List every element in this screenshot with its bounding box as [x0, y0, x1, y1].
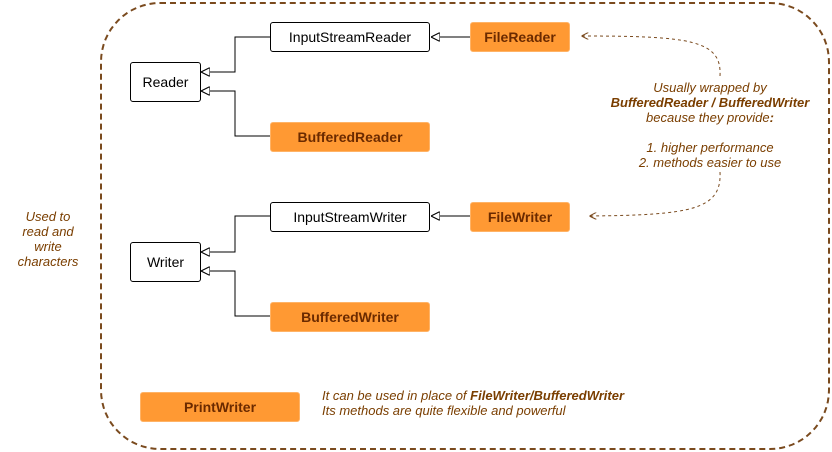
- side-note-line: read and write: [22, 224, 74, 254]
- printwriter-node: PrintWriter: [140, 392, 300, 422]
- wrapped-note-line2: BufferedReader / BufferedWriter: [610, 95, 810, 110]
- side-note: Used to read and write characters: [8, 209, 88, 269]
- bufferedreader-node: BufferedReader: [270, 122, 430, 152]
- wrapped-note: Usually wrapped by BufferedReader / Buff…: [600, 80, 820, 170]
- edge-bufferedreader-reader: [201, 91, 270, 137]
- filewriter-node: FileWriter: [470, 202, 570, 232]
- edge-inputstreamreader-reader: [201, 36, 270, 72]
- printwriter-note-emphasis: FileWriter/BufferedWriter: [470, 388, 625, 403]
- filereader-node: FileReader: [470, 22, 570, 52]
- wrapped-note-line4: 1. higher performance: [646, 140, 774, 155]
- printwriter-note: It can be used in place of FileWriter/Bu…: [322, 388, 742, 418]
- inputstreamreader-node: InputStreamReader: [270, 22, 430, 52]
- edge-inputstreamwriter-writer: [201, 215, 270, 252]
- printwriter-note-line1: It can be used in place of: [322, 388, 471, 403]
- reader-node: Reader: [130, 62, 201, 102]
- side-note-line: characters: [17, 254, 79, 269]
- side-note-line: Used to: [25, 209, 71, 224]
- writer-node: Writer: [130, 242, 201, 282]
- wrapped-note-line1: Usually wrapped by: [653, 80, 767, 95]
- inputstreamwriter-node: InputStreamWriter: [270, 202, 430, 232]
- wrapped-note-line5: 2. methods easier to use: [638, 155, 782, 170]
- bufferedwriter-node: BufferedWriter: [270, 302, 430, 332]
- note-arrow-filewriter: [590, 171, 721, 216]
- wrapped-note-line3: because they provide: [646, 110, 770, 125]
- group-boundary: [100, 2, 830, 450]
- note-arrow-filereader: [582, 36, 721, 77]
- wrapped-note-colon: :: [769, 110, 774, 125]
- edge-bufferedwriter-writer: [201, 271, 270, 317]
- printwriter-note-line2: Its methods are quite flexible and power…: [322, 403, 566, 418]
